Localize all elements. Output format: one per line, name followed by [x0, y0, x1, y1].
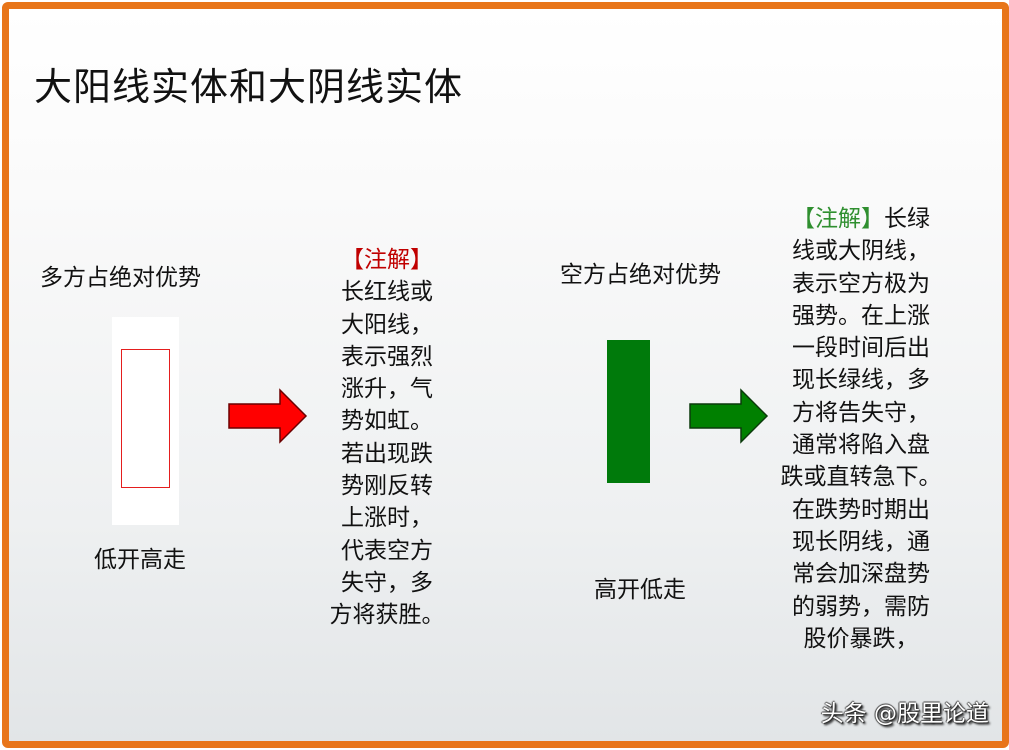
bull-heading: 多方占绝对优势 [40, 265, 201, 291]
bear-note-line: 一段时间后出 [792, 335, 930, 362]
bear-note-line: 强势。在上涨 [792, 302, 930, 329]
bear-note-line: 现长绿线，多 [792, 367, 930, 394]
bear-note-line: 跌或直转急下。 [780, 464, 942, 491]
red-arrow-icon [228, 388, 308, 444]
bear-note-line: 线或大阴线， [792, 238, 930, 265]
bear-note-line: 的弱势，需防 [792, 593, 930, 620]
bull-note-line: 若出现跌 [341, 440, 433, 467]
bear-note-header: 【注解】 [792, 206, 884, 232]
bull-note: 【注解】 长红线或 大阳线， 表示强烈 涨升，气 势如虹。 若出现跌 势刚反转 … [322, 244, 452, 632]
bull-note-line: 势如虹。 [341, 408, 433, 435]
bear-note-line: 常会加深盘势 [792, 561, 930, 588]
bear-note-line: 在跌势时期出 [792, 496, 930, 523]
bull-note-line: 长红线或 [341, 279, 433, 306]
bull-note-line: 表示强烈 [341, 343, 433, 370]
bull-note-line: 势刚反转 [341, 473, 433, 500]
bull-note-line: 失守，多 [341, 569, 433, 596]
bear-note: 【注解】长绿 线或大阴线， 表示空方极为 强势。在上涨 一段时间后出 现长绿线，… [772, 203, 950, 655]
bear-note-line: 股价暴跌， [803, 625, 919, 652]
bear-note-line: 通常将陷入盘 [792, 432, 930, 459]
bear-note-line: 长绿 [884, 206, 930, 232]
bear-note-line: 现长阴线，通 [792, 528, 930, 555]
bull-note-header: 【注解】 [341, 247, 433, 273]
bear-caption: 高开低走 [594, 577, 686, 603]
bear-note-line: 表示空方极为 [792, 270, 930, 297]
bear-note-line: 方将告失守， [792, 399, 930, 426]
bear-heading: 空方占绝对优势 [560, 262, 721, 288]
bull-candle-icon [121, 349, 170, 488]
bull-note-line: 大阳线， [341, 311, 433, 338]
bull-note-line: 代表空方 [341, 537, 433, 564]
bull-note-line: 涨升，气 [341, 376, 433, 403]
bull-note-line: 上涨时， [341, 505, 433, 532]
green-arrow-icon [689, 388, 769, 444]
watermark: 头条 @股里论道 [820, 701, 989, 727]
bull-caption: 低开高走 [94, 547, 186, 573]
slide-title: 大阳线实体和大阴线实体 [34, 65, 464, 109]
bull-note-line: 方将获胜。 [329, 602, 445, 629]
bear-note-first-line: 【注解】长绿 [772, 203, 950, 235]
bear-candle-icon [607, 340, 650, 483]
